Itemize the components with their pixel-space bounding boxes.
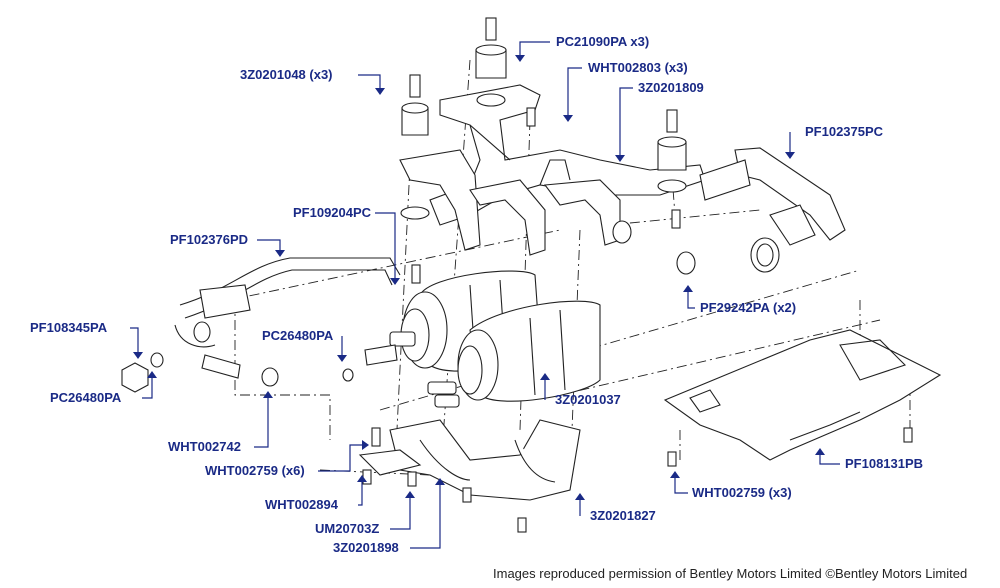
fuel-hose-left (174, 257, 401, 348)
label-wht002742: WHT002742 (168, 439, 241, 454)
label-pc26480pa-lower: PC26480PA (50, 390, 122, 405)
mount-grommets (400, 17, 687, 220)
label-3z0201037: 3Z0201037 (555, 392, 621, 407)
label-pf109204pc: PF109204PC (293, 205, 372, 220)
label-pf108131pb: PF108131PB (845, 456, 923, 471)
part-labels: PC21090PA x3) 3Z0201048 (x3) WHT002803 (… (30, 34, 923, 555)
heat-shield (663, 329, 942, 461)
hose-segment (201, 354, 279, 387)
label-wht002759-x6: WHT002759 (x6) (205, 463, 305, 478)
label-wht002803: WHT002803 (x3) (588, 60, 688, 75)
label-wht002759-x3: WHT002759 (x3) (692, 485, 792, 500)
label-3z0201809: 3Z0201809 (638, 80, 704, 95)
return-hose-right (699, 147, 846, 273)
label-3z0201048: 3Z0201048 (x3) (240, 67, 333, 82)
fittings-left (121, 344, 398, 393)
bolts (362, 107, 913, 533)
label-3z0201827: 3Z0201827 (590, 508, 656, 523)
label-pf102376pd: PF102376PD (170, 232, 248, 247)
label-pf108345pa: PF108345PA (30, 320, 108, 335)
label-wht002894: WHT002894 (265, 497, 339, 512)
o-rings (612, 220, 696, 275)
leader-lines (130, 41, 840, 549)
upper-cradle (399, 149, 621, 256)
label-pc21090pa: PC21090PA x3) (556, 34, 649, 49)
copyright-credit: Images reproduced permission of Bentley … (493, 566, 967, 581)
lower-cradle (358, 419, 581, 501)
label-um20703z: UM20703Z (315, 521, 379, 536)
label-pc26480pa-upper: PC26480PA (262, 328, 334, 343)
fuel-pump-rear (427, 300, 601, 408)
label-pf29242pa: PF29242PA (x2) (700, 300, 796, 315)
label-pf102375pc: PF102375PC (805, 124, 884, 139)
label-3z0201898: 3Z0201898 (333, 540, 399, 555)
